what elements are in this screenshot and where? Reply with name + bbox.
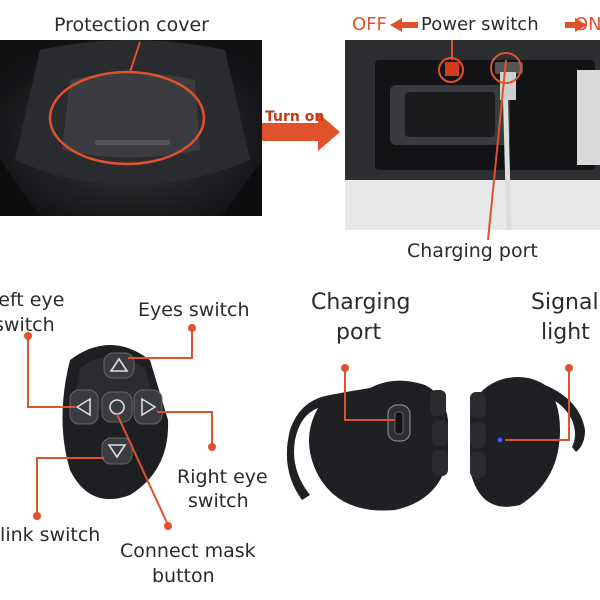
highlight-ellipse (48, 70, 206, 166)
connect-mask-label-1: Connect mask (120, 540, 256, 562)
protection-cover-label: Protection cover (54, 14, 209, 36)
blink-switch-label: Blink switch (0, 524, 101, 546)
left-eye-label-2: switch (0, 314, 55, 336)
ring-right (470, 376, 585, 507)
off-label: OFF (352, 14, 387, 35)
protection-cover-photo (0, 40, 262, 216)
right-eye-label-1: Right eye (177, 466, 268, 488)
signal-light-dot (497, 437, 503, 443)
signal-light-label-1: Signal (531, 290, 599, 315)
connect-mask-label-2: button (152, 565, 215, 587)
charging-port-label-top: Charging port (407, 240, 538, 262)
power-switch-label: Power switch (421, 14, 539, 35)
on-label: ON (574, 14, 600, 35)
ring-left (286, 380, 448, 511)
ring-charging-label-2: port (336, 320, 382, 345)
ring-charging-label-1: Charging (311, 290, 411, 315)
eyes-switch-label: Eyes switch (138, 299, 250, 321)
down-button (101, 437, 133, 465)
battery-box-photo (345, 40, 600, 230)
right-eye-label-2: switch (188, 490, 249, 512)
signal-light-label-2: light (541, 320, 590, 345)
right-button (133, 389, 163, 425)
up-button (103, 352, 135, 379)
left-eye-label-1: Left eye (0, 289, 65, 311)
turn-on-label: Turn on (265, 109, 325, 125)
